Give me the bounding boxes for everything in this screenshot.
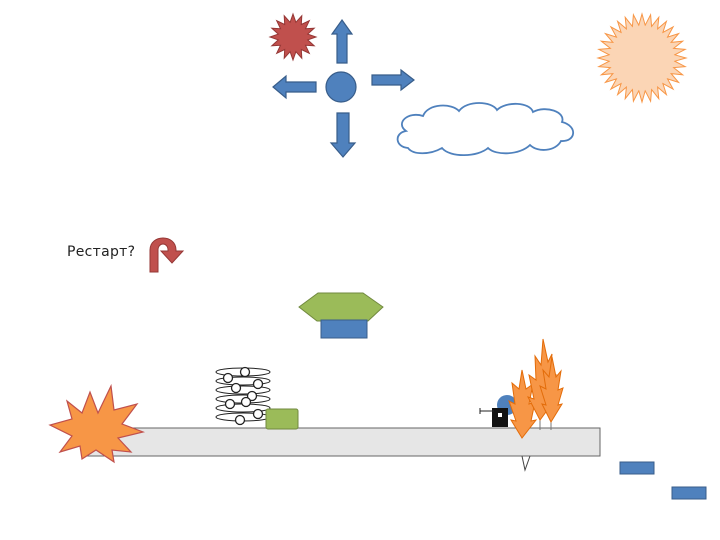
coil-knot — [246, 390, 258, 402]
red-burst-icon — [268, 12, 318, 62]
coil-ring — [215, 385, 271, 395]
turret-icon — [479, 395, 517, 427]
coil-knot — [239, 366, 251, 378]
step-platform — [671, 486, 707, 500]
coil-spring-icon — [215, 366, 271, 426]
green-top — [298, 292, 384, 322]
circle-player-icon[interactable] — [325, 71, 357, 103]
blue-block — [320, 319, 368, 339]
u-turn-arrow-icon[interactable] — [149, 237, 185, 273]
coil-knot — [252, 378, 264, 390]
restart-label[interactable]: Рестарт? — [67, 244, 136, 260]
coil-ring — [215, 376, 271, 386]
flame-tree-icon — [508, 338, 564, 439]
sun-disc — [610, 26, 674, 90]
direction-controls — [272, 18, 415, 158]
ground-crack — [521, 455, 531, 472]
orange-explosion-icon — [48, 383, 146, 464]
green-box — [265, 408, 299, 430]
flame-shape — [539, 356, 564, 424]
coil-knot — [222, 372, 234, 384]
turret-body — [492, 408, 508, 427]
arrow-right-icon[interactable] — [371, 68, 415, 92]
arrow-left-icon[interactable] — [272, 74, 317, 100]
floating-platform — [298, 292, 384, 339]
arrow-down-icon[interactable] — [329, 112, 357, 158]
cloud-icon — [396, 102, 575, 157]
coil-knot — [234, 414, 246, 426]
arrow-up-icon[interactable] — [330, 18, 354, 64]
coil-knot — [240, 396, 252, 408]
coil-knot — [224, 398, 236, 410]
ground-bar — [86, 427, 601, 457]
step-platform — [619, 461, 655, 475]
coil-knot — [252, 408, 264, 420]
flame-shape — [508, 369, 538, 439]
coil-knot — [230, 382, 242, 394]
turret-eye — [498, 413, 502, 417]
